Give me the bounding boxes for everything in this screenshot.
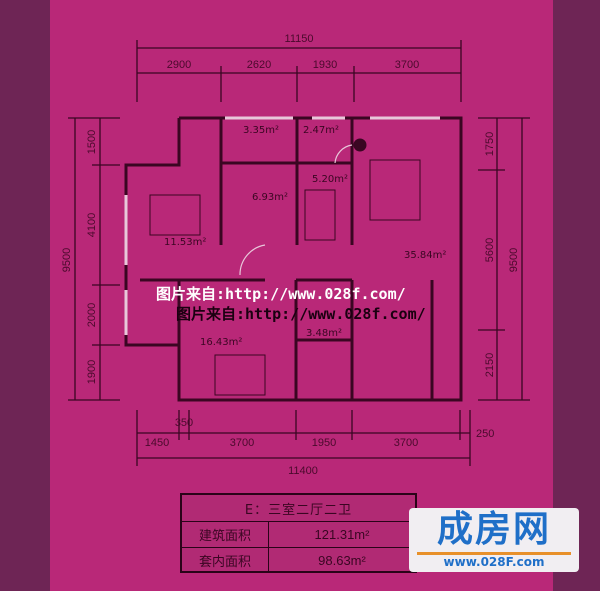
dim-right: 2150 [484, 353, 496, 377]
windows [124, 116, 440, 335]
area-study: 6.93m² [252, 192, 288, 203]
dimension-lines [68, 40, 530, 466]
dim-top: 2900 [167, 59, 191, 71]
area-bedroom-bottom: 16.43m² [200, 337, 242, 348]
dim-bottom: 250 [476, 428, 494, 440]
table-row: 建筑面积 121.31m² [182, 521, 415, 547]
area-living-room: 35.84m² [404, 250, 446, 261]
dim-bottom: 1950 [312, 437, 336, 449]
watermark-white: 图片来自:http://www.028f.com/ [156, 285, 406, 303]
dim-left-total: 9500 [61, 248, 73, 272]
walls [124, 116, 463, 402]
dim-bottom: 1450 [145, 437, 169, 449]
dim-left: 1900 [86, 360, 98, 384]
watermark-black: 图片来自:http://www.028f.com/ [176, 305, 426, 323]
logo-url: www.028F.com [417, 552, 571, 569]
dim-bottom: 350 [175, 417, 193, 429]
row-value: 98.63m² [318, 553, 366, 568]
logo-name: 成房网 [436, 509, 551, 550]
room-areas: 3.35m² 2.47m² 6.93m² 5.20m² 11.53m² 35.8… [164, 125, 446, 348]
dim-left: 4100 [86, 213, 98, 237]
row-value: 121.31m² [314, 527, 370, 542]
area-info-table: E：三室二厅二卫 建筑面积 121.31m² 套内面积 98.63m² [180, 493, 417, 573]
site-logo: 成房网 www.028F.com [409, 508, 579, 572]
area-bathroom-top: 2.47m² [303, 125, 339, 136]
dim-bottom-total: 11400 [288, 465, 318, 477]
dim-top: 2620 [247, 59, 271, 71]
area-kitchen: 5.20m² [312, 174, 348, 185]
area-bedroom-left: 11.53m² [164, 237, 206, 248]
dim-left: 2000 [86, 303, 98, 327]
area-bathroom-bottom: 3.48m² [306, 328, 342, 339]
dimension-labels: 11150 2900 2620 1930 3700 9500 1500 4100… [61, 33, 520, 477]
area-balcony: 3.35m² [243, 125, 279, 136]
furniture [149, 138, 421, 396]
dim-top: 1930 [313, 59, 337, 71]
dim-bottom: 3700 [230, 437, 254, 449]
dim-right: 5600 [484, 238, 496, 262]
dim-top: 3700 [395, 59, 419, 71]
unit-type-title: E：三室二厅二卫 [244, 502, 353, 518]
row-label: 建筑面积 [182, 522, 269, 547]
floor-plan: 11150 2900 2620 1930 3700 9500 1500 4100… [61, 33, 530, 477]
table-row: 套内面积 98.63m² [182, 547, 415, 573]
dim-left: 1500 [86, 130, 98, 154]
dim-bottom: 3700 [394, 437, 418, 449]
dim-top-total: 11150 [285, 33, 314, 45]
row-label: 套内面积 [182, 548, 269, 573]
dim-right-total: 9500 [508, 248, 520, 272]
dim-right: 1750 [484, 132, 496, 156]
floor-plan-canvas: 11150 2900 2620 1930 3700 9500 1500 4100… [50, 0, 553, 591]
doors [239, 144, 353, 276]
